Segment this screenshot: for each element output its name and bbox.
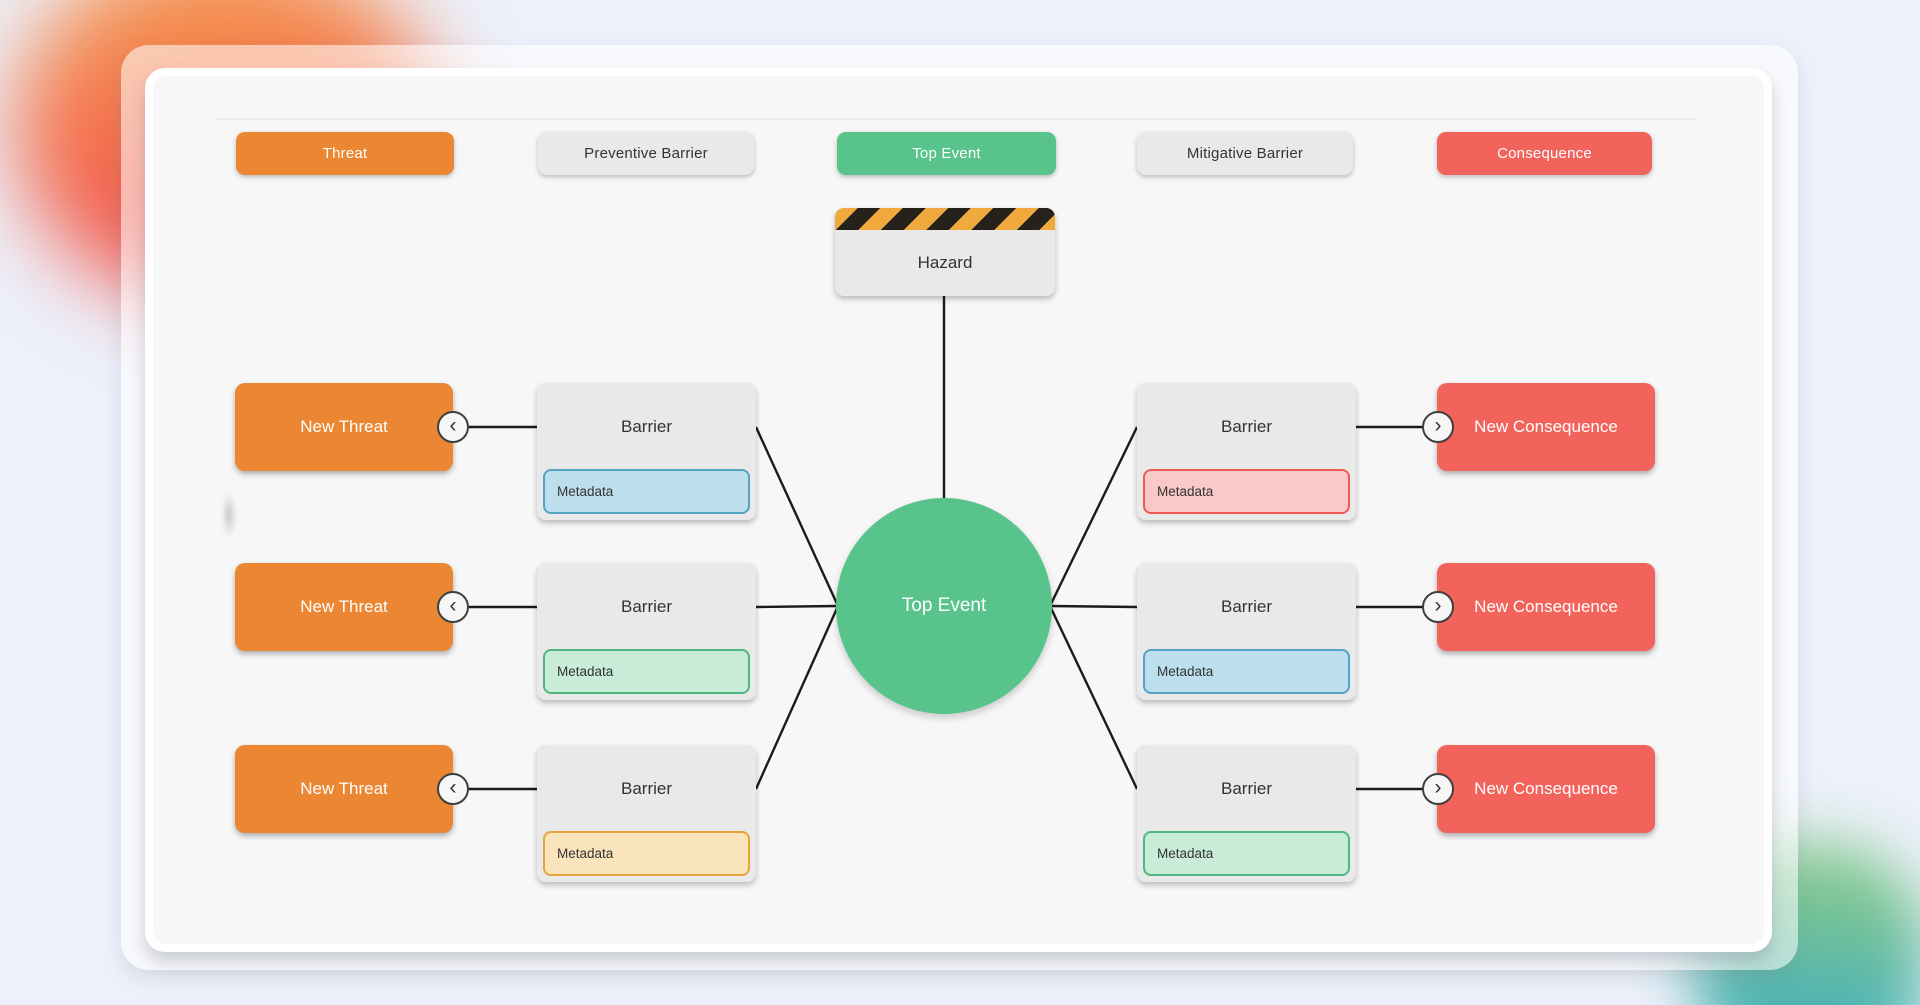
barrier-label: Barrier bbox=[1220, 417, 1272, 436]
threat-node[interactable]: New Threat bbox=[235, 563, 453, 651]
threat-node[interactable]: New Threat bbox=[235, 745, 453, 833]
top-event-node[interactable]: Top Event bbox=[836, 498, 1052, 714]
panel-edge-shadow bbox=[221, 484, 237, 546]
collapse-threat-button[interactable]: ‹ bbox=[437, 411, 469, 443]
legend-top-event[interactable]: Top Event bbox=[837, 132, 1056, 175]
mitigative-barrier-node[interactable]: Barrier Metadata bbox=[1137, 745, 1356, 882]
hazard-node[interactable]: Hazard bbox=[835, 208, 1055, 296]
hazard-label: Hazard bbox=[917, 253, 973, 272]
metadata-chip[interactable]: Metadata bbox=[543, 469, 750, 514]
preventive-barrier-node[interactable]: Barrier Metadata bbox=[537, 383, 756, 520]
mitigative-barrier-node[interactable]: Barrier Metadata bbox=[1137, 383, 1356, 520]
metadata-chip[interactable]: Metadata bbox=[543, 649, 750, 694]
collapse-consequence-button[interactable]: › bbox=[1422, 773, 1454, 805]
legend-threat[interactable]: Threat bbox=[236, 132, 454, 175]
header-divider bbox=[217, 118, 1697, 120]
chevron-left-icon: ‹ bbox=[449, 594, 457, 617]
consequence-node[interactable]: New Consequence bbox=[1437, 383, 1655, 471]
barrier-label: Barrier bbox=[620, 597, 672, 616]
threat-node[interactable]: New Threat bbox=[235, 383, 453, 471]
consequence-node[interactable]: New Consequence bbox=[1437, 745, 1655, 833]
collapse-threat-button[interactable]: ‹ bbox=[437, 591, 469, 623]
barrier-label: Barrier bbox=[1220, 779, 1272, 798]
legend-preventive-barrier[interactable]: Preventive Barrier bbox=[538, 132, 754, 175]
collapse-consequence-button[interactable]: › bbox=[1422, 591, 1454, 623]
preventive-barrier-node[interactable]: Barrier Metadata bbox=[537, 563, 756, 700]
metadata-chip[interactable]: Metadata bbox=[1143, 649, 1350, 694]
barrier-label: Barrier bbox=[620, 417, 672, 436]
collapse-consequence-button[interactable]: › bbox=[1422, 411, 1454, 443]
consequence-node[interactable]: New Consequence bbox=[1437, 563, 1655, 651]
chevron-left-icon: ‹ bbox=[449, 776, 457, 799]
preventive-barrier-node[interactable]: Barrier Metadata bbox=[537, 745, 756, 882]
hazard-stripe-icon bbox=[835, 208, 1055, 230]
legend-mitigative-barrier[interactable]: Mitigative Barrier bbox=[1137, 132, 1353, 175]
metadata-chip[interactable]: Metadata bbox=[543, 831, 750, 876]
chevron-right-icon: › bbox=[1434, 776, 1442, 799]
collapse-threat-button[interactable]: ‹ bbox=[437, 773, 469, 805]
metadata-chip[interactable]: Metadata bbox=[1143, 831, 1350, 876]
barrier-label: Barrier bbox=[620, 779, 672, 798]
barrier-label: Barrier bbox=[1220, 597, 1272, 616]
chevron-right-icon: › bbox=[1434, 594, 1442, 617]
mitigative-barrier-node[interactable]: Barrier Metadata bbox=[1137, 563, 1356, 700]
chevron-left-icon: ‹ bbox=[449, 414, 457, 437]
legend-consequence[interactable]: Consequence bbox=[1437, 132, 1652, 175]
metadata-chip[interactable]: Metadata bbox=[1143, 469, 1350, 514]
chevron-right-icon: › bbox=[1434, 414, 1442, 437]
